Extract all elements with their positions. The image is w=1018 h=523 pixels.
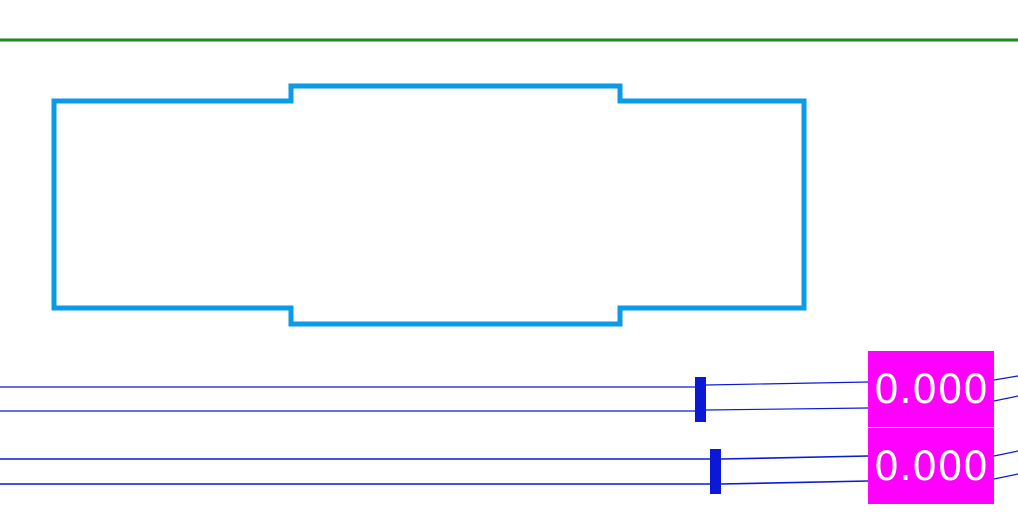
wire-lower-b-right[interactable] [720,480,869,485]
value-readout-top[interactable]: 0.000 [868,351,994,427]
value-readout-top-text: 0.000 [873,367,989,413]
wire-marker-upper[interactable] [695,377,706,422]
wire-lower-b-exit[interactable] [993,473,1018,480]
wire-upper-b-right[interactable] [705,407,869,411]
value-readout-bottom-text: 0.000 [873,444,989,490]
wire-upper-b-exit[interactable] [993,395,1018,402]
wire-marker-lower[interactable] [710,449,721,494]
wire-upper-a-exit[interactable] [993,375,1018,381]
wire-lower-a-right[interactable] [720,455,869,460]
wire-lower-a-exit[interactable] [993,450,1018,457]
wire-upper-a-right[interactable] [705,381,869,386]
stepped-outline-shape[interactable] [51,83,807,327]
value-readout-bottom[interactable]: 0.000 [868,428,994,504]
